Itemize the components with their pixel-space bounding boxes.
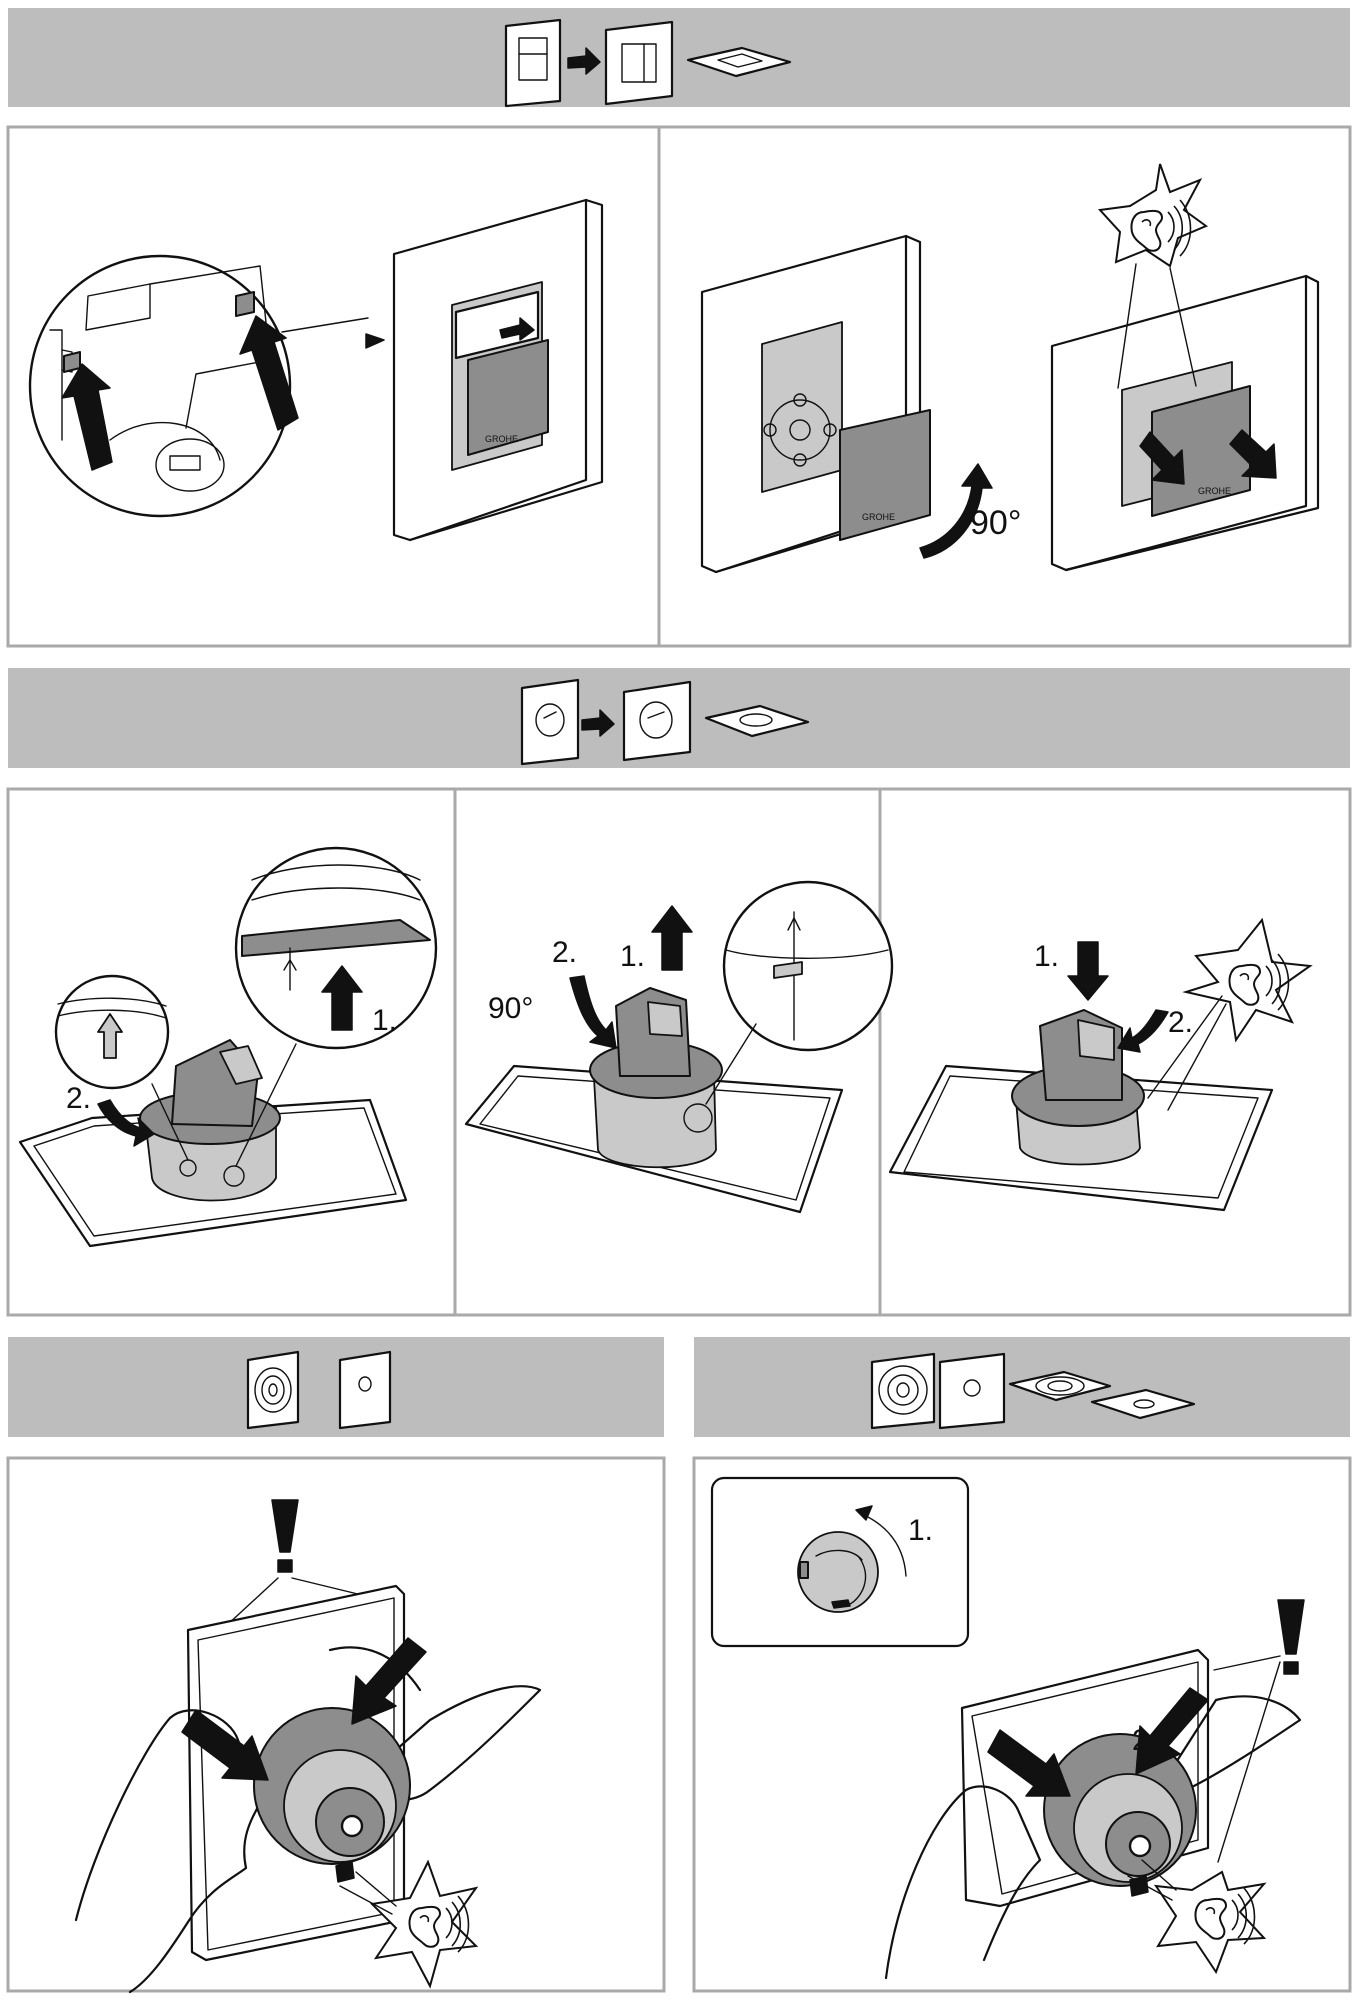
flat-plate-icon [704,704,810,738]
hand-icon [884,1785,1042,1980]
step-2-label: 2. [1132,1724,1157,1757]
flat-plate-icon [1090,1388,1196,1420]
panel-mount-cover: GROHE 90° GROHE [700,163,1320,574]
section-concentric-plate-header [8,1337,664,1437]
rotate-arrow-icon [861,1513,907,1577]
push-arrow-icon [351,1637,427,1725]
plate-variant-icon [520,678,580,766]
svg-text:GROHE: GROHE [862,512,895,522]
panel-lift-module: 1. 2. 90° [464,880,894,1214]
panel-press-module: ! [0,0,542,1994]
angle-label: 90° [970,504,1021,542]
push-arrow-icon [1135,1687,1209,1775]
warning-icon [1277,1599,1305,1655]
warning-text: ! [0,0,1,1]
panel-press-module-combo: 1. ! 2. [0,0,1305,1980]
step-1-label: 1. [620,940,645,973]
down-arrow-icon [1067,941,1109,1001]
step-1-label: 1. [372,1004,397,1037]
rotate-arrow-icon [97,1099,155,1147]
panel-remove-cover: GROHE [28,198,604,542]
section-concentric-plate-panel: ! [0,0,666,1994]
plate-variant-icon [938,1352,1006,1430]
plate-variant-icon [504,18,562,108]
step-2-label: 2. [552,936,577,969]
right-arrow-icon [567,47,601,75]
plate-variant-icon [338,1350,392,1430]
step-1-label: 1. [1034,940,1059,973]
step-2-label: 2. [1168,1006,1193,1039]
magnifier-icon [722,880,894,1052]
flat-plate-icon [686,46,792,78]
rotate-arrow-icon [919,463,993,559]
star-burst-icon [1147,917,1313,1111]
push-arrow-icon [987,1729,1071,1797]
svg-text:GROHE: GROHE [1198,486,1231,496]
section-round-plate-panels: 1. 2. 1. 2. 90° [6,787,1352,1317]
wall-plate: GROHE [392,198,604,542]
up-arrow-icon [321,965,363,1031]
up-arrow-icon [61,363,113,471]
step-2-label: 2. [66,1082,91,1115]
wall-plate: GROHE [700,234,931,574]
svg-text:GROHE: GROHE [485,434,518,444]
panel-insert-module: 1. 2. [888,917,1313,1212]
push-arrow-icon [181,1709,269,1781]
panel-unlock-module: 1. 2. [18,846,438,1248]
star-burst-icon [1097,163,1209,389]
section-square-plate-header [8,8,1350,108]
plate-variant-icon [870,1352,936,1430]
plate-variant-icon [246,1350,300,1430]
plate-variant-icon [622,680,692,762]
star-burst-icon [1127,1859,1267,1975]
rotate-arrow-icon [1117,1009,1169,1053]
section-square-plate-panels: GROHE [6,125,1352,648]
plate-variant-icon [604,20,674,106]
up-arrow-icon [239,315,299,431]
push-arrow-icon [1139,431,1185,485]
angle-label: 90° [488,992,533,1025]
right-arrow-icon [581,709,615,737]
section-combo-plate-header [694,1337,1350,1437]
up-arrow-icon [651,905,693,971]
star-burst-icon [339,1859,479,1989]
flat-plate-icon [1008,1370,1112,1402]
pull-arrow-icon [499,317,535,341]
warning-icon [271,1499,299,1553]
step-1-label: 1. [908,1514,933,1547]
rotate-arrow-icon [569,975,617,1049]
push-arrow-icon [1229,429,1277,479]
section-round-plate-header [8,668,1350,768]
